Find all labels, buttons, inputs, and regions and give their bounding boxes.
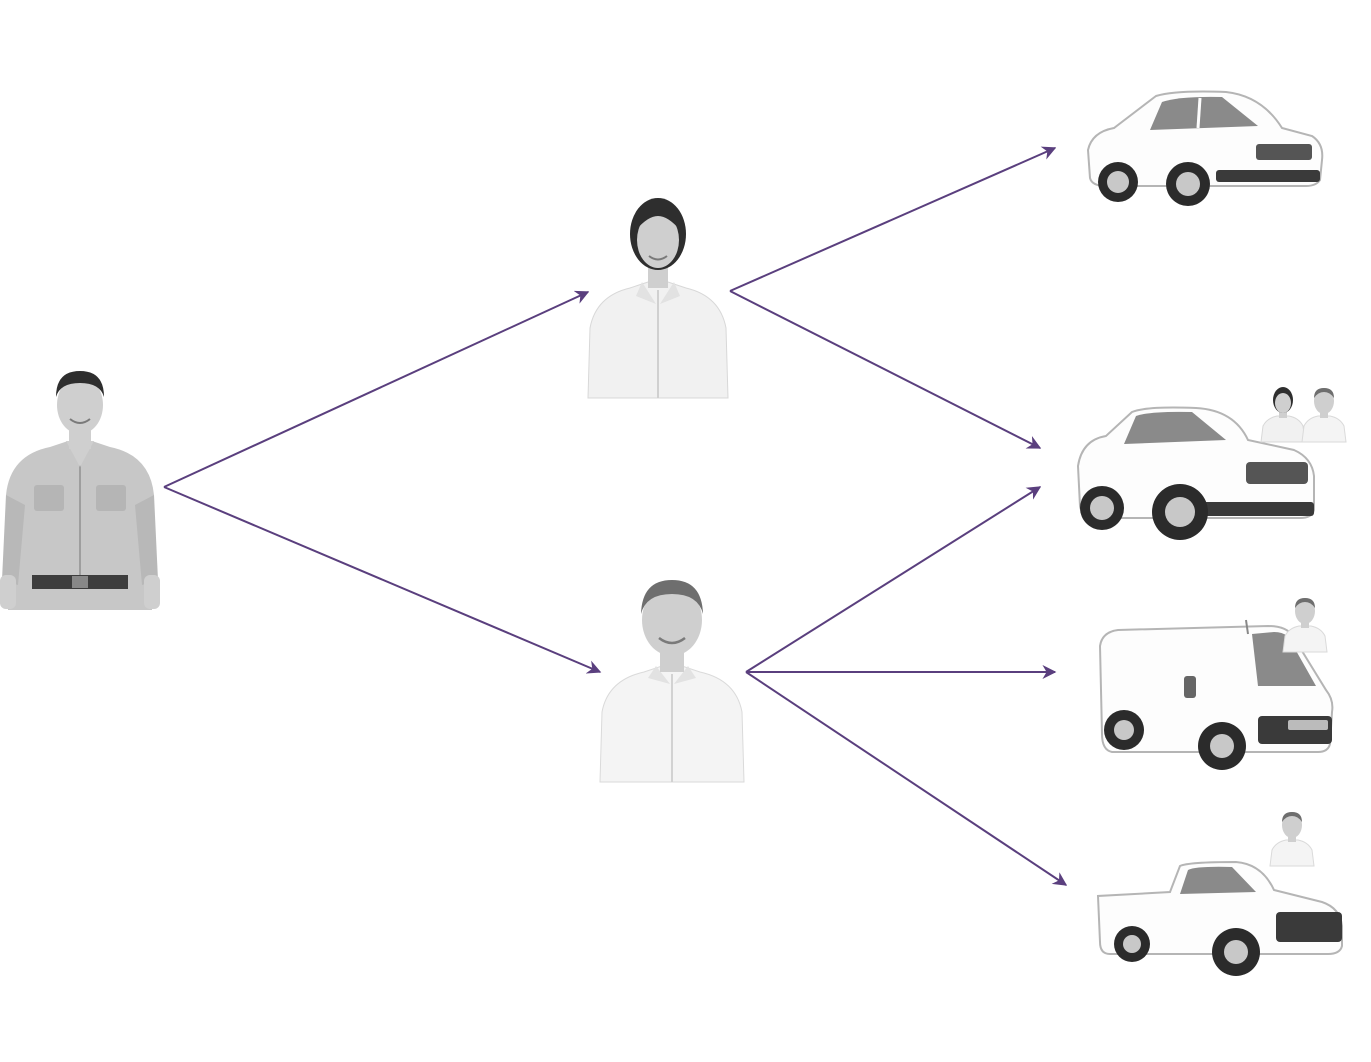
connector-layer (163, 146, 1068, 886)
cargo-van-icon (1098, 619, 1334, 770)
suv-car-icon (1076, 406, 1315, 540)
edge-manager-1-to-sedan (729, 146, 1057, 292)
edge-root-to-manager-2 (163, 486, 602, 674)
edge-manager-2-to-suv (745, 486, 1042, 673)
edge-manager-2-to-pickup (745, 671, 1068, 886)
man-manager-thumbnail-icon (1282, 598, 1328, 653)
sedan-car-icon (1086, 90, 1324, 206)
man-manager-thumbnail-icon (1301, 388, 1347, 443)
woman-manager-thumbnail-icon (1260, 387, 1306, 443)
pickup-truck-icon (1096, 860, 1343, 976)
man-manager-portrait-icon (599, 580, 745, 783)
woman-manager-portrait-icon (587, 198, 729, 399)
edge-manager-1-to-suv (729, 290, 1042, 449)
man-manager-thumbnail-icon (1269, 812, 1315, 867)
edge-root-to-manager-1 (163, 290, 590, 488)
man-casual-portrait-icon (0, 371, 160, 610)
